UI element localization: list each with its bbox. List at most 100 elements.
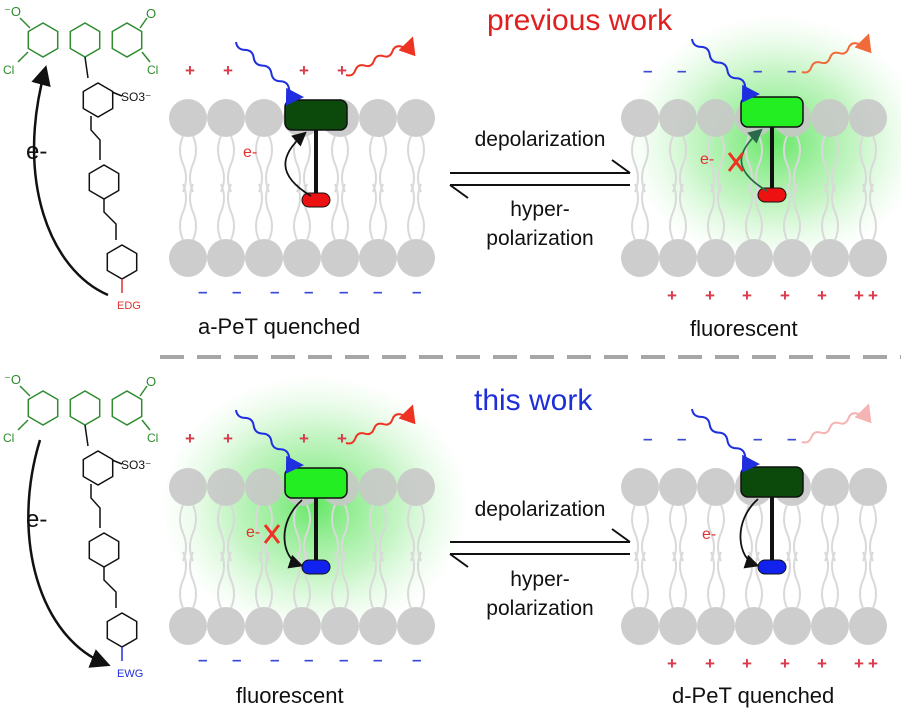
lipid-head-bottom [169,607,207,645]
lipid-tail [641,551,649,609]
lipid-tail [255,183,263,241]
positive-charge: + [868,654,878,673]
lipid-tail [265,504,273,562]
negative-charge: – [753,61,763,80]
positive-charge: + [705,286,715,305]
aryl-bond [84,56,89,79]
lipid-tail [821,504,829,562]
lipid-head-top [397,468,435,506]
voltage-probe [235,404,416,575]
lipid-tail [179,551,187,609]
lipid-head-top [169,99,207,137]
cross-mark-icon [727,152,745,172]
sulfonated-ring [82,450,114,486]
lipid-head-bottom [659,607,697,645]
xanthene-ring-left [27,390,59,426]
lipid-tail [783,504,791,562]
caption-bottom-left: fluorescent [236,683,344,708]
positive-charge: + [868,286,878,305]
lipid-tail [793,183,801,241]
lipid-tail [407,504,415,562]
wavy-excitation-arrow-icon [235,409,304,474]
positive-charge: + [854,286,864,305]
xanthene-ring-left [27,22,59,58]
arc-electron-label-top: e- [26,138,48,165]
lipid-tail [341,183,349,241]
vinylene-linker-1 [90,484,101,528]
lipid-head-bottom [283,239,321,277]
chloro-bond-right [141,419,151,431]
lipid-tail [369,135,377,193]
voltage-probe [691,33,872,203]
negative-charge: – [787,429,797,448]
lipid-head-top [359,468,397,506]
lipid-tail [179,135,187,193]
lipid-head-top [697,468,735,506]
lipid-tail [717,183,725,241]
lipid-tail [341,504,349,562]
caption-top-left: a-PeT quenched [198,314,361,339]
header-previous-work: previous work [487,4,673,37]
electron-label-top-left: e- [243,144,258,161]
lipid-head-bottom [283,607,321,645]
lipid-tail [679,504,687,562]
lipid-head-bottom [849,239,887,277]
carbonyl-label-bottom: O [146,374,157,389]
lipid-tail [859,183,867,241]
lipid-head-bottom [811,607,849,645]
vinylene-linker-2 [103,199,117,240]
lipid-tail [831,135,839,193]
lipid-tail [717,135,725,193]
aryl-bond [84,424,89,447]
lipid-tail [831,551,839,609]
label-polarization-top: polarization [486,227,594,250]
phenolate-label-top: ⁻O [4,4,21,19]
lipid-head-bottom [773,239,811,277]
positive-charge: + [667,286,677,305]
lipid-head-top [659,468,697,506]
carbonyl-bond [139,385,148,397]
lipid-tail [859,551,867,609]
curved-electron-arrow-icon [31,65,109,297]
negative-charge: – [232,650,242,669]
lipid-head-bottom [735,607,773,645]
chloro-bond-left [17,419,29,431]
positive-charge: + [705,654,715,673]
lipid-head-bottom [321,607,359,645]
lipid-head-top [397,99,435,137]
lipid-head-bottom [245,239,283,277]
negative-charge: – [232,282,242,301]
lipid-head-top [207,468,245,506]
lipid-tail [745,183,753,241]
sulfonate-bond [111,91,123,97]
wavy-emission-arrow-icon [801,33,872,74]
fluorescein-wire-structure [17,385,151,668]
lipid-bilayer [169,99,435,277]
sulfonate-bond [111,459,123,465]
positive-charge: + [337,61,347,80]
negative-charge: – [339,282,349,301]
lipid-tail [303,504,311,562]
lipid-tail [669,135,677,193]
lipid-head-bottom [207,607,245,645]
positive-charge: + [667,654,677,673]
molecular-structures [17,17,151,668]
lipid-tail [869,504,877,562]
lipid-head-top [207,99,245,137]
lipid-tail [783,183,791,241]
lipid-head-top [811,468,849,506]
xanthene-ring-center [69,22,101,58]
lipid-tail [379,135,387,193]
quencher-block [301,192,331,208]
lipid-tail [831,183,839,241]
negative-charge: – [304,650,314,669]
lipid-tail [189,551,197,609]
lipid-tail [227,183,235,241]
xanthene-ring-center [69,390,101,426]
lipid-tail [179,504,187,562]
positive-charge: + [854,654,864,673]
lipid-head-top [811,99,849,137]
lipid-tail [217,551,225,609]
lipid-tail [631,135,639,193]
fluorophore-block [284,99,348,131]
